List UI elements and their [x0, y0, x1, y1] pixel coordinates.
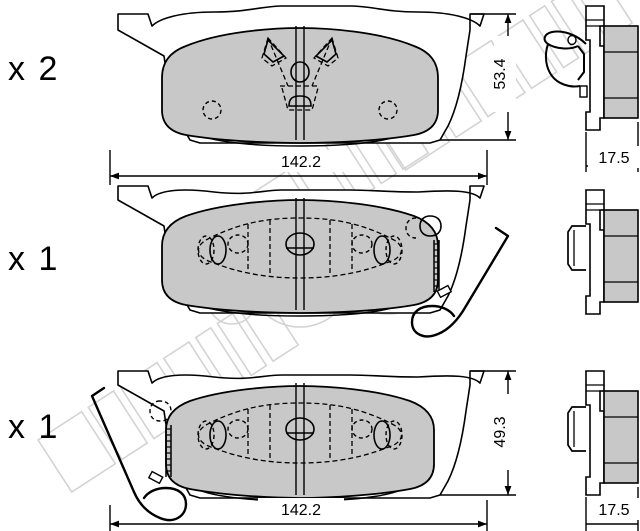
- side-view-top: [543, 5, 639, 131]
- dimension-top-height: 53.4: [440, 13, 516, 141]
- dimension-bottom-width: 142.2: [109, 498, 488, 531]
- dimension-top-width-value: 142.2: [281, 154, 321, 171]
- dimension-top-height-value: 53.4: [492, 58, 509, 89]
- quantity-label-middle: x 1: [8, 240, 60, 278]
- brake-pad-middle-view: [117, 185, 510, 338]
- dimension-top-thickness-value: 17.5: [598, 150, 629, 167]
- rivet-hole: [202, 100, 222, 120]
- dimension-bottom-height-value: 49.3: [492, 416, 509, 447]
- dimension-top-thickness: 17.5: [585, 122, 640, 172]
- rivet-hole: [378, 100, 398, 120]
- quantity-label-bottom: x 1: [8, 408, 60, 446]
- dimension-bottom-width-value: 142.2: [281, 502, 321, 519]
- brake-pad-top-view: [117, 5, 485, 147]
- retaining-clip-icon: [543, 30, 587, 88]
- dimension-bottom-height: 49.3: [440, 370, 516, 496]
- dimension-bottom-thickness-value: 17.5: [598, 502, 629, 519]
- brake-pad-bottom-view: [90, 370, 485, 522]
- side-view-bottom: [567, 370, 639, 496]
- side-view-middle: [567, 189, 639, 315]
- dimension-top-width: 142.2: [109, 150, 488, 185]
- dimension-bottom-thickness: 17.5: [585, 487, 640, 531]
- quantity-label-top: x 2: [8, 50, 60, 88]
- wear-sensor-wire-icon: [410, 226, 510, 338]
- wear-sensor-wire-icon: [90, 386, 188, 522]
